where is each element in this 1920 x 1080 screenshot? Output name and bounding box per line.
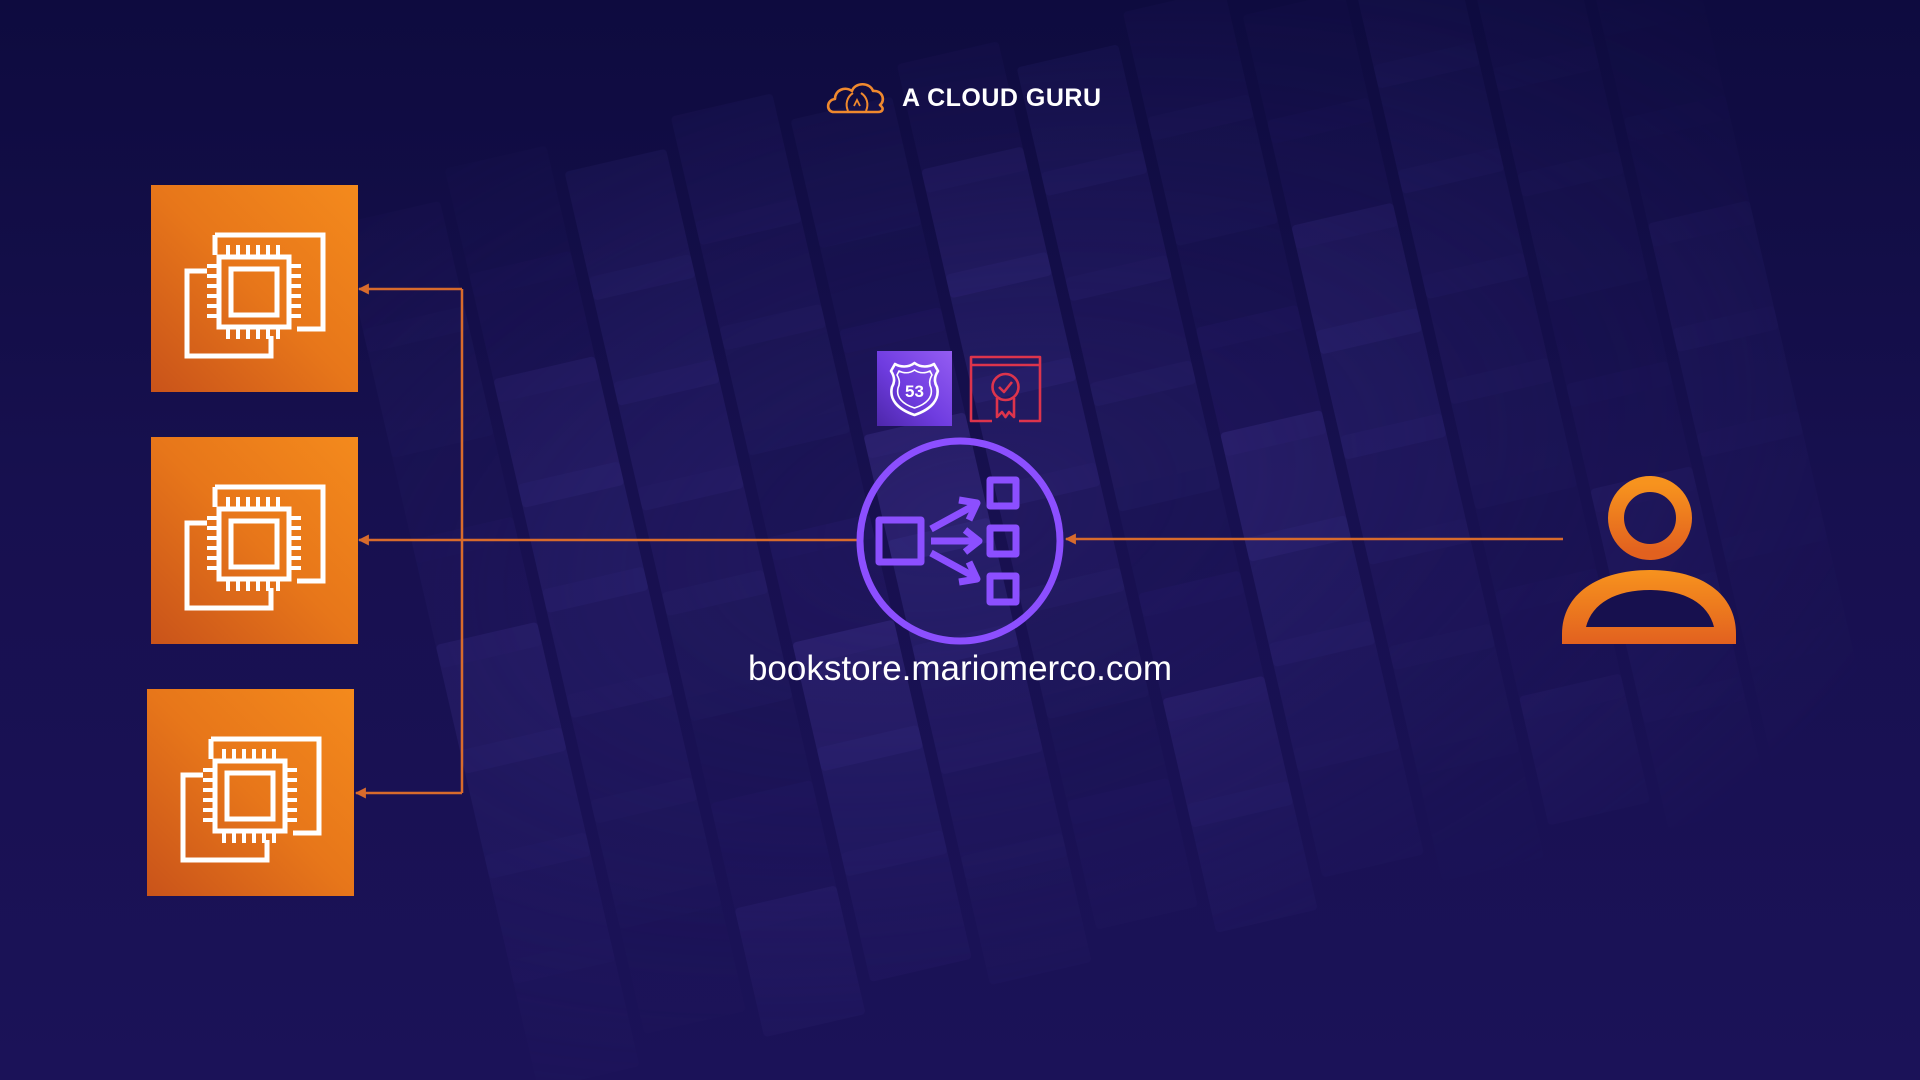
ec2-instance-icon [180, 736, 322, 863]
user [1560, 472, 1738, 644]
route53-service: 53 [877, 351, 952, 426]
background-tile [841, 830, 972, 982]
ec2-instance-3 [147, 689, 354, 896]
background-tile [961, 833, 1091, 985]
route53-number: 53 [905, 382, 924, 401]
background-tile [615, 882, 746, 1034]
brand-name: A CLOUD GURU [902, 83, 1102, 112]
ec2-instance-icon [184, 232, 326, 359]
user-icon [1562, 476, 1736, 644]
background-tile [1293, 726, 1424, 877]
background-tile [735, 886, 865, 1037]
application-load-balancer [855, 436, 1065, 646]
certificate-manager-service [969, 355, 1042, 423]
ec2-instance-icon [184, 484, 326, 611]
ec2-instance-2 [151, 437, 358, 644]
domain-label: bookstore.mariomerco.com [747, 649, 1173, 688]
cloud-logo-icon [826, 82, 885, 114]
ec2-instance-1 [151, 185, 358, 392]
background-tile [1745, 622, 1876, 773]
background-tile [1519, 674, 1650, 825]
certificate-manager-icon [969, 355, 1042, 423]
background-tile [1067, 778, 1198, 929]
background-tile [509, 938, 639, 1080]
route53-icon: 53 [889, 361, 940, 417]
background-tile [1413, 729, 1543, 880]
application-load-balancer-icon [856, 437, 1064, 645]
background-tile [1187, 781, 1317, 933]
background-tile [1639, 677, 1770, 828]
brand-header: A CLOUD GURU [824, 78, 1102, 118]
